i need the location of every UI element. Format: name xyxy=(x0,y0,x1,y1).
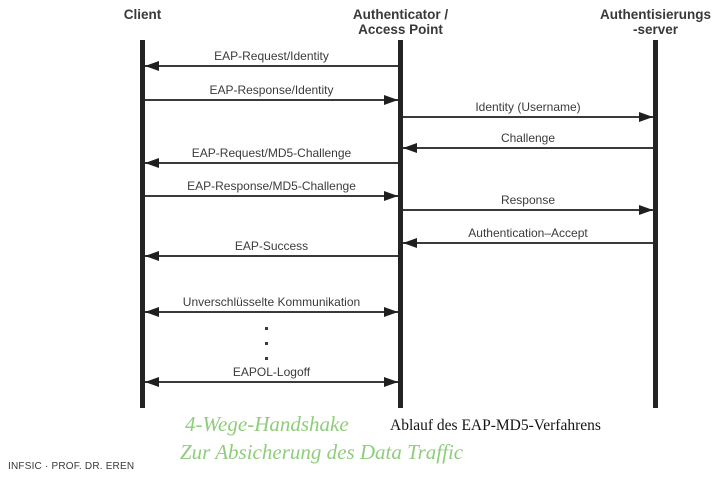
lifeline-client xyxy=(140,40,145,408)
arrowhead-right-icon xyxy=(384,307,398,317)
footer-course-label: INFSIC · PROF. DR. EREN xyxy=(8,461,135,472)
message-label: Authentication–Accept xyxy=(468,226,588,240)
message-line xyxy=(145,195,398,197)
message-line xyxy=(145,162,398,164)
actor-header-server: Authentisierungs-server xyxy=(599,7,712,37)
message-line xyxy=(403,116,653,118)
lifeline-authenticator xyxy=(398,40,403,408)
message-line xyxy=(403,147,653,149)
message-label: Identity (Username) xyxy=(475,100,581,114)
message-label: EAP-Request/Identity xyxy=(214,49,329,63)
ellipsis-dot xyxy=(265,342,268,345)
message-line xyxy=(403,209,653,211)
ellipsis-dot xyxy=(265,327,268,330)
actor-header-authenticator: Authenticator /Access Point xyxy=(352,7,449,37)
handshake-caption-line1: 4-Wege-Handshake xyxy=(185,412,349,436)
message-label: Unverschlüsselte Kommunikation xyxy=(182,295,361,309)
arrowhead-left-icon xyxy=(145,251,159,261)
arrowhead-left-icon xyxy=(145,377,159,387)
message-line xyxy=(145,65,398,67)
ellipsis-dot xyxy=(265,357,268,360)
message-label: EAPOL-Logoff xyxy=(232,365,311,379)
arrowhead-left-icon xyxy=(145,307,159,317)
arrowhead-right-icon xyxy=(384,377,398,387)
arrowhead-right-icon xyxy=(639,112,653,122)
message-label: Challenge xyxy=(500,131,556,145)
message-label: EAP-Response/Identity xyxy=(209,83,334,97)
message-line xyxy=(145,99,398,101)
arrowhead-right-icon xyxy=(384,95,398,105)
arrowhead-left-icon xyxy=(403,238,417,248)
message-line xyxy=(145,381,398,383)
arrowhead-left-icon xyxy=(145,158,159,168)
figure-caption: Ablauf des EAP-MD5-Verfahrens xyxy=(390,417,601,434)
message-label: EAP-Success xyxy=(234,239,309,253)
message-label: Response xyxy=(500,193,556,207)
message-label: EAP-Request/MD5-Challenge xyxy=(191,146,352,160)
actor-header-client: Client xyxy=(123,7,162,22)
arrowhead-right-icon xyxy=(384,191,398,201)
arrowhead-left-icon xyxy=(145,61,159,71)
handshake-caption-line2: Zur Absicherung des Data Traffic xyxy=(180,440,464,464)
message-line xyxy=(145,311,398,313)
arrowhead-right-icon xyxy=(639,205,653,215)
message-label: EAP-Response/MD5-Challenge xyxy=(187,179,356,193)
lifeline-server xyxy=(653,40,658,408)
message-line xyxy=(403,242,653,244)
message-line xyxy=(145,255,398,257)
arrowhead-left-icon xyxy=(403,143,417,153)
